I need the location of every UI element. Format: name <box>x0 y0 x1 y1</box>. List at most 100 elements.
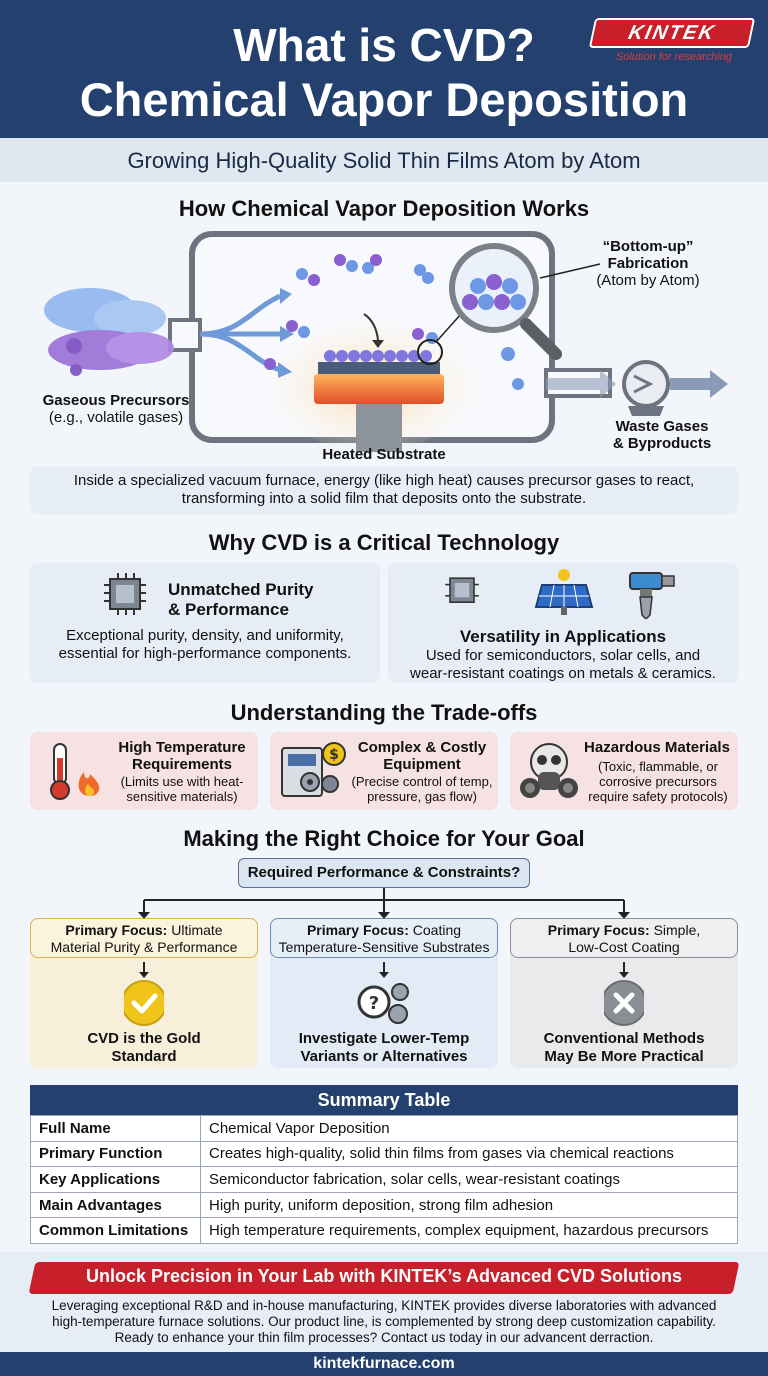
tradeoff-high-temperature: High Temperature Requirements (Limits us… <box>30 732 258 810</box>
footer-url-link[interactable]: kintekfurnace.com <box>0 1352 768 1376</box>
versatility-card-text-2: wear-resistant coatings on metals & cera… <box>410 665 716 682</box>
tradeoff-2-title-2: Equipment <box>383 756 461 773</box>
subtitle: Growing High-Quality Solid Thin Films At… <box>127 148 641 173</box>
x-badge-icon <box>604 962 644 1026</box>
versatility-card: Versatility in Applications Used for sem… <box>388 563 738 683</box>
label-waste-gases: Waste Gases <box>615 418 709 435</box>
gas-cloud-icon <box>44 288 174 376</box>
purity-card: Unmatched Purity & Performance Exception… <box>30 563 380 683</box>
how-description: Inside a specialized vacuum furnace, ene… <box>30 466 738 514</box>
choice-col-purity: Primary Focus: Ultimate Material Purity … <box>30 918 258 1068</box>
choice-1-focus-2: Material Purity & Performance <box>50 939 238 955</box>
tradeoff-3-text-2: corrosive precursors <box>599 774 717 789</box>
choice-2-focus-2: Temperature-Sensitive Substrates <box>278 939 490 955</box>
how-section-title: How Chemical Vapor Deposition Works <box>178 196 590 221</box>
cta-body: Leveraging exceptional R&D and in-house … <box>20 1298 748 1346</box>
choice-3-focus-label: Primary Focus: <box>547 922 650 938</box>
tradeoff-1-text-1: (Limits use with heat- <box>120 774 244 789</box>
table-key: Key Applications <box>30 1166 201 1193</box>
choice-2-result-1: Investigate Lower-Temp <box>298 1030 470 1047</box>
purity-card-title-2: & Performance <box>168 600 289 619</box>
table-key: Primary Function <box>30 1140 201 1168</box>
outflow-arrow-icon <box>546 370 728 398</box>
chip-icon <box>104 573 146 615</box>
table-value: High purity, uniform deposition, strong … <box>200 1191 738 1219</box>
how-description-line2: transforming into a solid film that depo… <box>181 490 587 507</box>
pump-icon <box>622 360 670 416</box>
why-section-title: Why CVD is a Critical Technology <box>208 530 560 555</box>
question-gears-icon: ? <box>357 962 409 1024</box>
choice-3-focus-2: Low-Cost Coating <box>568 939 680 955</box>
logo-tagline: Solution for researching <box>615 51 733 63</box>
choice-2-result-2: Variants or Alternatives <box>300 1048 468 1065</box>
tradeoff-3-title: Hazardous Materials <box>584 739 730 756</box>
label-fabrication: Fabrication <box>607 255 689 272</box>
decision-connectors <box>138 888 630 919</box>
tradeoff-1-title-1: High Temperature <box>118 739 246 756</box>
label-precursors-sub: (e.g., volatile gases) <box>48 409 184 426</box>
choice-2-focus-label: Primary Focus: <box>306 922 409 938</box>
cta-body-1: Leveraging exceptional R&D and in-house … <box>51 1298 717 1313</box>
svg-text:$: $ <box>329 747 339 763</box>
kintek-logo: KINTEK <box>588 18 756 48</box>
choice-3-result-2: May Be More Practical <box>544 1048 704 1065</box>
choice-2-focus-1: Coating <box>412 922 462 938</box>
tradeoffs-section-title: Understanding the Trade-offs <box>230 700 538 725</box>
tradeoff-1-text-2: sensitive materials) <box>126 789 238 804</box>
summary-table-title: Summary Table <box>30 1085 738 1115</box>
label-atom-by-atom: (Atom by Atom) <box>596 272 700 289</box>
solar-panel-icon <box>534 569 594 615</box>
page-title-sub: Chemical Vapor Deposition <box>79 73 689 126</box>
gas-mask-skull-icon <box>520 743 578 798</box>
versatility-card-title: Versatility in Applications <box>459 627 667 646</box>
chip-icon <box>445 577 479 603</box>
equipment-cost-icon: $ <box>281 742 346 797</box>
choice-1-result-1: CVD is the Gold <box>87 1030 201 1047</box>
choice-col-low-cost: Primary Focus: Simple, Low-Cost Coating … <box>510 918 738 1068</box>
tradeoff-2-text-1: (Precise control of temp, <box>351 774 493 789</box>
choice-section-title: Making the Right Choice for Your Goal <box>183 826 585 851</box>
table-key: Common Limitations <box>30 1217 201 1244</box>
svg-text:?: ? <box>369 993 379 1014</box>
choice-col-temperature: Primary Focus: Coating Temperature-Sensi… <box>270 918 498 1068</box>
purity-card-text-1: Exceptional purity, density, and uniform… <box>66 627 344 644</box>
tradeoff-3-text-1: (Toxic, flammable, or <box>598 759 718 774</box>
cta-banner-text[interactable]: Unlock Precision in Your Lab with KINTEK… <box>85 1266 683 1286</box>
versatility-card-text-1: Used for semiconductors, solar cells, an… <box>425 647 701 664</box>
checkmark-badge-icon <box>124 962 164 1026</box>
label-byproducts: & Byproducts <box>612 435 712 452</box>
cta-body-3: Ready to enhance your thin film processe… <box>114 1330 654 1345</box>
table-value: High temperature requirements, complex e… <box>200 1217 738 1244</box>
choice-3-focus-1: Simple, <box>653 922 701 938</box>
cta-body-2: high-temperature furnace solutions. Our … <box>52 1314 716 1329</box>
how-description-line1: Inside a specialized vacuum furnace, ene… <box>73 472 695 489</box>
page-title: What is CVD? <box>233 19 535 71</box>
tradeoff-hazardous-materials: Hazardous Materials (Toxic, flammable, o… <box>510 732 738 810</box>
molecule-particles <box>264 254 524 390</box>
label-heated-substrate: Heated Substrate <box>322 446 446 463</box>
choice-1-focus-label: Primary Focus: <box>65 922 168 938</box>
table-key: Main Advantages <box>30 1191 201 1219</box>
decision-question: Required Performance & Constraints? <box>238 858 530 888</box>
purity-card-title-1: Unmatched Purity <box>168 580 314 599</box>
choice-1-focus-1: Ultimate <box>171 922 223 938</box>
tradeoff-complex-equipment: $ Complex & Costly Equipment (Precise co… <box>270 732 498 810</box>
table-value: Creates high-quality, solid thin films f… <box>200 1140 738 1168</box>
cvd-diagram: Gaseous Precursors (e.g., volatile gases… <box>0 230 768 470</box>
tradeoff-1-title-2: Requirements <box>131 756 233 773</box>
purity-card-text-2: essential for high-performance component… <box>58 645 352 662</box>
table-value: Semiconductor fabrication, solar cells, … <box>200 1166 738 1193</box>
tradeoff-2-title-1: Complex & Costly <box>357 739 487 756</box>
label-bottom-up: “Bottom-up” <box>602 238 694 255</box>
choice-1-result-2: Standard <box>111 1048 177 1065</box>
label-precursors: Gaseous Precursors <box>42 392 190 409</box>
table-key: Full Name <box>30 1115 201 1142</box>
drill-bit-icon <box>629 572 675 619</box>
magnifier-icon <box>449 243 562 360</box>
